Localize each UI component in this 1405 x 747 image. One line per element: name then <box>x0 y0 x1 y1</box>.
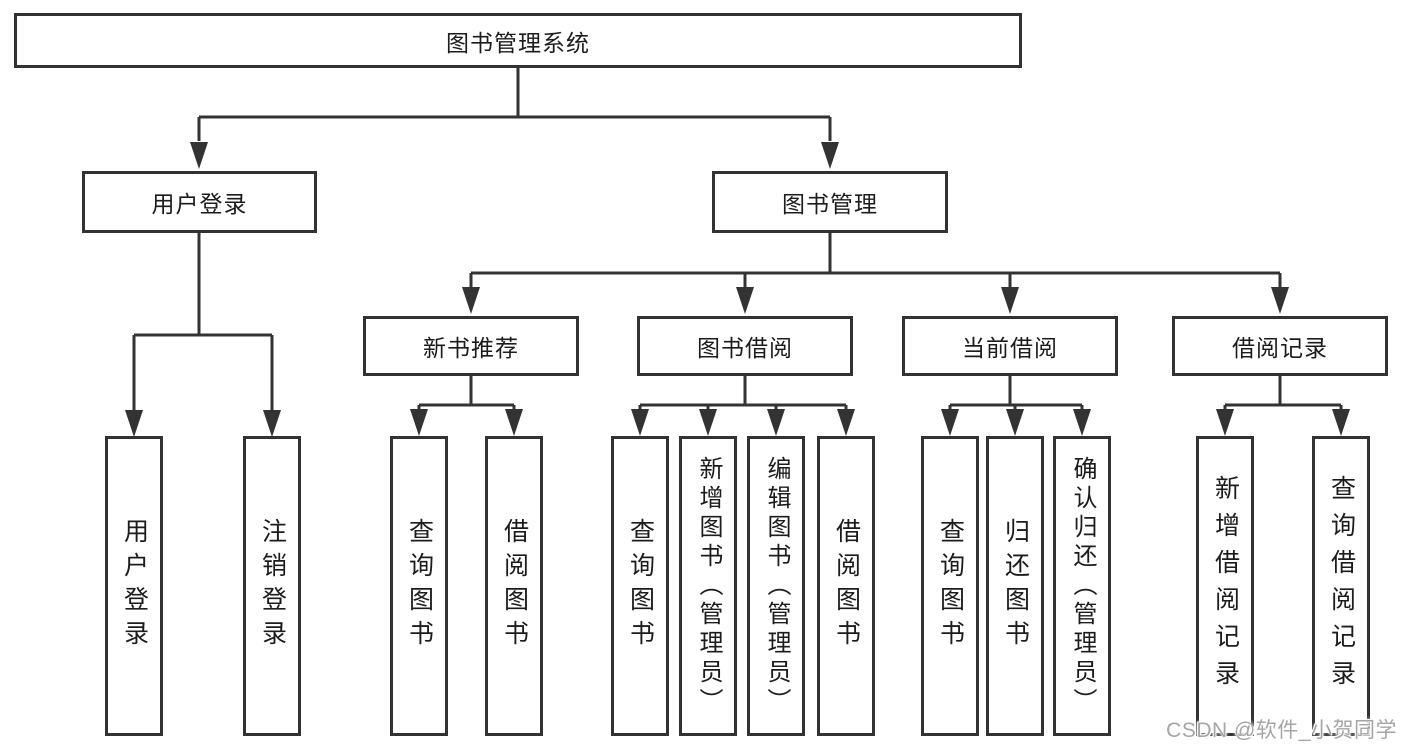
leaf-user-login: 用户登录 <box>105 436 163 736</box>
leaf-confirm-return-admin: 确认归还（管理员） <box>1053 436 1111 736</box>
leaf-label: 用户登录 <box>120 518 149 654</box>
leaf-add-borrow-record: 新增借阅记录 <box>1196 436 1254 736</box>
node-borrow-records: 借阅记录 <box>1172 316 1388 376</box>
leaf-label: 归还图书 <box>1001 518 1030 654</box>
leaf-label: 确认归还（管理员） <box>1069 455 1096 717</box>
node-label: 图书管理系统 <box>446 29 590 56</box>
arrowhead <box>410 409 428 436</box>
leaf-label: 注销登录 <box>258 518 287 654</box>
arrowhead <box>190 142 208 169</box>
leaf-query-borrow-record: 查询借阅记录 <box>1312 436 1370 736</box>
leaf-query-books: 查询图书 <box>390 436 448 736</box>
arrowhead <box>1271 287 1289 314</box>
node-label: 借阅记录 <box>1232 335 1328 361</box>
leaf-edit-books-admin: 编辑图书（管理员） <box>747 436 805 736</box>
node-label: 图书借阅 <box>697 335 793 361</box>
arrowhead <box>1001 287 1019 314</box>
leaf-label: 查询图书 <box>936 518 965 654</box>
arrowhead <box>631 409 649 436</box>
arrowhead <box>837 409 855 436</box>
connector <box>469 233 1282 288</box>
arrowhead <box>462 287 480 314</box>
connector <box>197 68 832 141</box>
leaf-label: 编辑图书（管理员） <box>763 455 790 717</box>
leaf-label: 新增借阅记录 <box>1211 475 1240 697</box>
node-book-management: 图书管理 <box>712 171 948 233</box>
leaf-label: 借阅图书 <box>500 518 529 654</box>
connector <box>417 376 516 410</box>
csdn-watermark: CSDN @软件_小贺同学 <box>1166 719 1397 742</box>
arrowhead <box>1006 409 1024 436</box>
arrowhead <box>767 409 785 436</box>
node-label: 新书推荐 <box>423 335 519 361</box>
arrowhead <box>263 410 281 437</box>
node-book-borrowing: 图书借阅 <box>637 316 853 376</box>
node-new-book-recommend: 新书推荐 <box>363 316 579 376</box>
node-user-login: 用户登录 <box>82 171 317 233</box>
arrowhead <box>1216 409 1234 436</box>
node-label: 图书管理 <box>782 191 878 217</box>
arrowhead <box>1332 409 1350 436</box>
node-label: 当前借阅 <box>962 335 1058 361</box>
connector <box>132 233 274 410</box>
arrowhead <box>505 409 523 436</box>
arrowhead <box>125 410 143 437</box>
leaf-borrow-books: 借阅图书 <box>817 436 875 736</box>
arrowhead <box>699 409 717 436</box>
node-current-borrowing: 当前借阅 <box>902 316 1118 376</box>
leaf-return-books: 归还图书 <box>986 436 1044 736</box>
node-library-management-system: 图书管理系统 <box>14 13 1022 68</box>
arrowhead <box>941 409 959 436</box>
leaf-label: 查询图书 <box>626 518 655 654</box>
connector <box>638 376 848 410</box>
arrowhead <box>821 142 839 169</box>
leaf-logout: 注销登录 <box>243 436 301 736</box>
connector <box>948 376 1084 410</box>
arrowhead <box>736 287 754 314</box>
leaf-label: 新增图书（管理员） <box>695 455 722 717</box>
connector <box>1223 376 1343 410</box>
leaf-add-books-admin: 新增图书（管理员） <box>679 436 737 736</box>
leaf-query-books: 查询图书 <box>921 436 979 736</box>
leaf-label: 借阅图书 <box>832 518 861 654</box>
node-label: 用户登录 <box>151 191 248 217</box>
leaf-borrow-books: 借阅图书 <box>485 436 543 736</box>
arrowhead <box>1073 409 1091 436</box>
leaf-query-books: 查询图书 <box>611 436 669 736</box>
leaf-label: 查询借阅记录 <box>1327 475 1356 697</box>
leaf-label: 查询图书 <box>405 518 434 654</box>
